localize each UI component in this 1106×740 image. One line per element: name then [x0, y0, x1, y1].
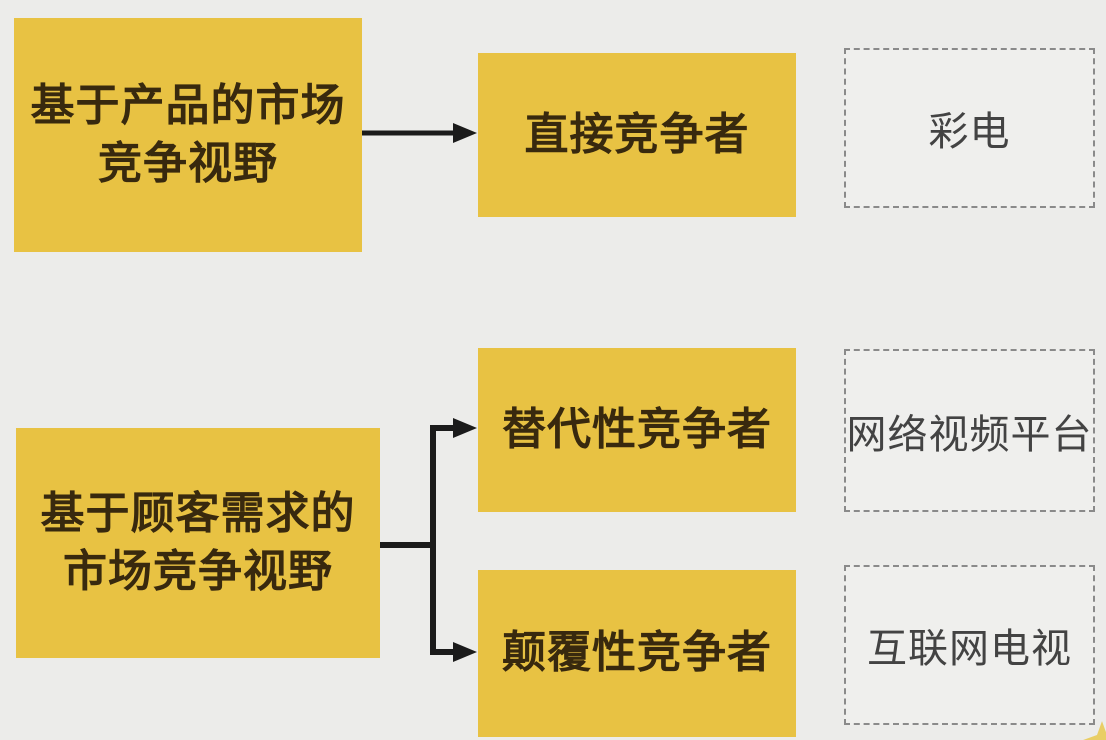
node-example-color-tv: 彩电	[844, 48, 1095, 208]
node-substitute-competitor-label: 替代性竞争者	[502, 404, 772, 454]
node-customer-view: 基于顾客需求的 市场竞争视野	[16, 428, 380, 658]
node-example-online-video: 网络视频平台	[844, 349, 1095, 512]
arrow-customer-to-substitute	[430, 418, 477, 548]
node-product-view-label: 基于产品的市场 竞争视野	[30, 80, 346, 188]
node-customer-view-label: 基于顾客需求的 市场竞争视野	[40, 488, 356, 596]
node-direct-competitor-label: 直接竞争者	[524, 109, 750, 159]
node-example-online-video-label: 网络视频平台	[846, 412, 1093, 457]
node-disruptive-competitor-label: 颠覆性竞争者	[502, 628, 772, 678]
node-substitute-competitor: 替代性竞争者	[478, 348, 796, 512]
node-product-view: 基于产品的市场 竞争视野	[14, 18, 362, 252]
node-direct-competitor: 直接竞争者	[478, 53, 796, 217]
node-disruptive-competitor: 颠覆性竞争者	[478, 570, 796, 737]
node-example-internet-tv-label: 互联网电视	[867, 627, 1072, 671]
node-example-color-tv-label: 彩电	[928, 110, 1011, 154]
arrow-customer-to-disruptive	[430, 542, 477, 662]
node-example-internet-tv: 互联网电视	[844, 565, 1095, 725]
sparkle-icon	[1083, 721, 1106, 740]
